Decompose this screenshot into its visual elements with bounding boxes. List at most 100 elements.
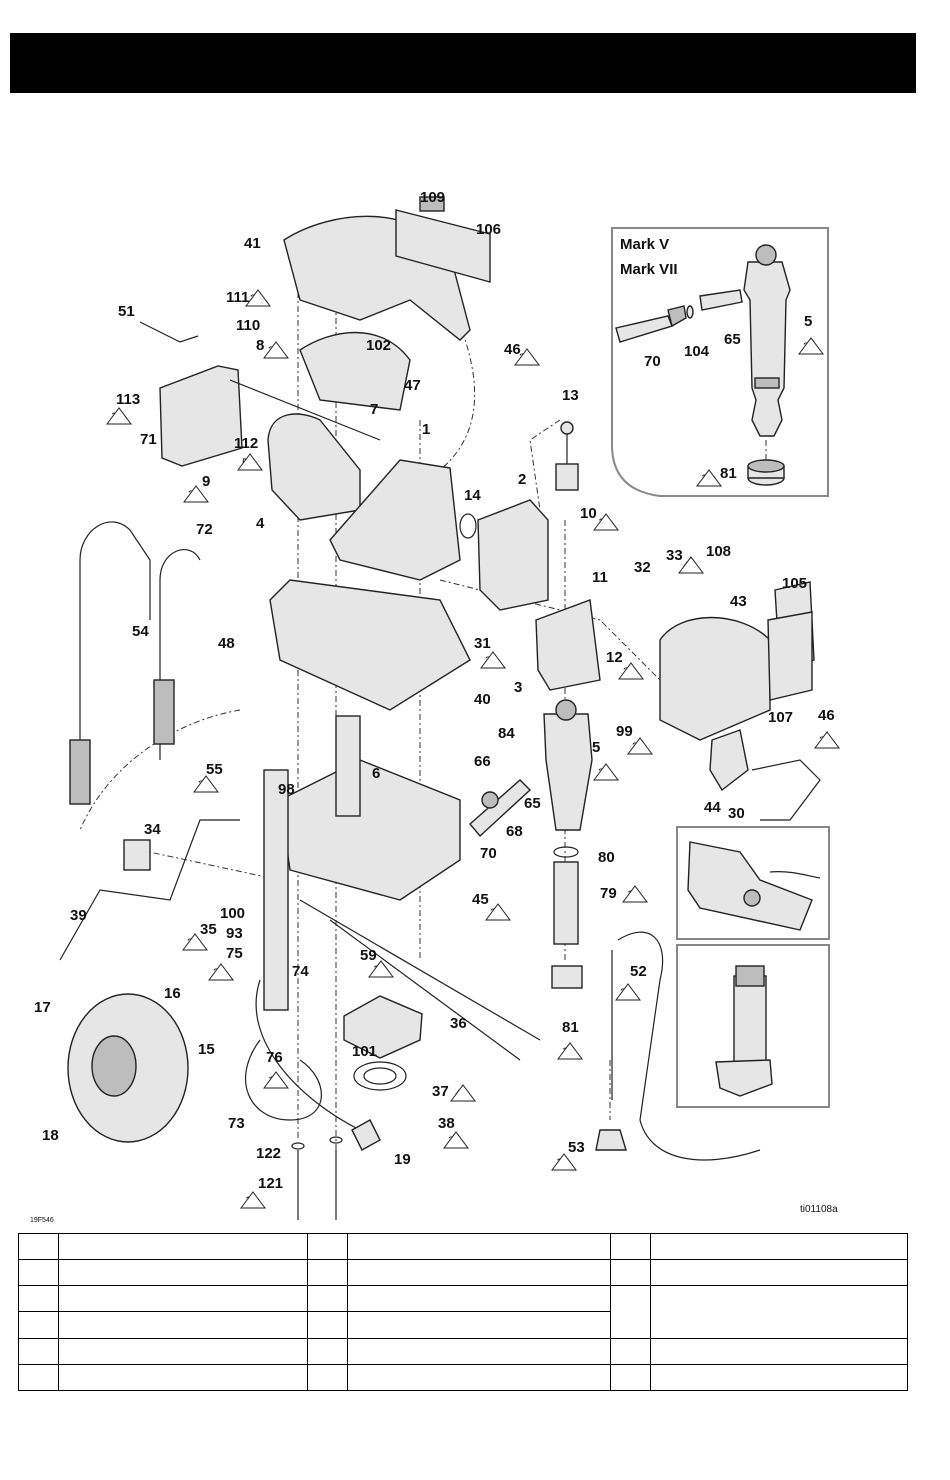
table-cell bbox=[347, 1311, 611, 1339]
callout-33: 33 bbox=[666, 547, 683, 564]
callout-35: 35 bbox=[200, 921, 217, 938]
callout-4: 4 bbox=[256, 515, 265, 532]
callout-3: 3 bbox=[514, 679, 522, 696]
corner-code: 19F546 bbox=[30, 1217, 54, 1224]
callout-inset-65: 65 bbox=[724, 331, 741, 348]
callout-84: 84 bbox=[498, 725, 515, 742]
callout-43: 43 bbox=[730, 593, 747, 610]
table-cell bbox=[650, 1259, 908, 1287]
callout-16: 16 bbox=[164, 985, 181, 1002]
table-row bbox=[17, 1285, 908, 1339]
callout-59: 59 bbox=[360, 947, 377, 964]
callout-15: 15 bbox=[198, 1041, 215, 1058]
callout-11: 11 bbox=[592, 569, 608, 586]
table-cell bbox=[306, 1363, 349, 1392]
table-cell bbox=[306, 1337, 349, 1365]
callout-76: 76 bbox=[266, 1049, 283, 1066]
callout-inset-81: 81 bbox=[720, 465, 737, 482]
inset-mark-v-vii: Mark V Mark VII bbox=[611, 227, 829, 497]
callout-39: 39 bbox=[70, 907, 87, 924]
table-cell bbox=[347, 1337, 611, 1365]
drawing-id: ti01108a bbox=[800, 1204, 838, 1215]
callout-17: 17 bbox=[34, 999, 51, 1016]
callout-46: 46 bbox=[504, 341, 521, 358]
parts-table bbox=[17, 1232, 908, 1392]
parts-artwork bbox=[59, 196, 821, 1220]
callout-6: 6 bbox=[372, 765, 380, 782]
callout-111: 111 bbox=[226, 289, 249, 306]
callout-32: 32 bbox=[634, 559, 651, 576]
table-cell bbox=[609, 1259, 652, 1287]
callout-73: 73 bbox=[228, 1115, 245, 1132]
table-cell bbox=[17, 1337, 60, 1365]
callout-99: 99 bbox=[616, 723, 633, 740]
callout-10: 10 bbox=[580, 505, 597, 522]
callout-81: 81 bbox=[562, 1019, 579, 1036]
callout-48: 48 bbox=[218, 635, 235, 652]
callout-68: 68 bbox=[506, 823, 523, 840]
callout-38: 38 bbox=[438, 1115, 455, 1132]
table-cell bbox=[650, 1232, 908, 1261]
callout-53: 53 bbox=[568, 1139, 585, 1156]
callout-113: 113 bbox=[116, 391, 140, 408]
table-cell bbox=[58, 1363, 308, 1392]
callout-31: 31 bbox=[474, 635, 491, 652]
table-cell bbox=[650, 1363, 908, 1392]
callout-36: 36 bbox=[450, 1015, 467, 1032]
callout-109: 109 bbox=[420, 189, 445, 206]
callout-80: 80 bbox=[598, 849, 615, 866]
callout-inset-5: 5 bbox=[804, 313, 812, 330]
table-cell bbox=[609, 1363, 652, 1392]
callout-55: 55 bbox=[206, 761, 223, 778]
table-cell bbox=[17, 1285, 60, 1313]
callout-14: 14 bbox=[464, 487, 481, 504]
callout-102: 102 bbox=[366, 337, 391, 354]
callout-75: 75 bbox=[226, 945, 243, 962]
table-row bbox=[17, 1363, 908, 1392]
callout-65: 65 bbox=[524, 795, 541, 812]
table-cell bbox=[306, 1259, 349, 1287]
callout-108: 108 bbox=[706, 543, 731, 560]
table-cell bbox=[17, 1232, 60, 1261]
callout-30: 30 bbox=[728, 805, 745, 822]
header-bar bbox=[10, 33, 916, 93]
callout-70: 70 bbox=[480, 845, 497, 862]
table-cell bbox=[17, 1259, 60, 1287]
callout-107: 107 bbox=[768, 709, 793, 726]
callout-98: 98 bbox=[278, 781, 295, 798]
callout-110: 110 bbox=[236, 317, 260, 334]
table-row bbox=[17, 1311, 908, 1339]
table-row bbox=[17, 1232, 908, 1261]
callout-5: 5 bbox=[592, 739, 600, 756]
callout-7: 7 bbox=[370, 401, 378, 418]
exploded-parts-diagram: Mark V Mark VII bbox=[30, 189, 840, 1224]
table-row bbox=[17, 1337, 908, 1365]
callout-66: 66 bbox=[474, 753, 491, 770]
inset-title-line1: Mark V bbox=[620, 236, 669, 253]
callout-41: 41 bbox=[244, 235, 261, 252]
inset-pressure-control bbox=[676, 944, 830, 1108]
table-cell bbox=[347, 1232, 611, 1261]
callout-93: 93 bbox=[226, 925, 243, 942]
table-cell bbox=[609, 1337, 652, 1365]
callout-100: 100 bbox=[220, 905, 245, 922]
table-cell bbox=[347, 1259, 611, 1287]
table-cell bbox=[306, 1285, 349, 1313]
callout-71: 71 bbox=[140, 431, 157, 448]
table-cell bbox=[58, 1285, 308, 1313]
table-cell bbox=[58, 1337, 308, 1365]
table-cell bbox=[650, 1337, 908, 1365]
callout-122: 122 bbox=[256, 1145, 281, 1162]
callout-19: 19 bbox=[394, 1151, 411, 1168]
callout-51: 51 bbox=[118, 303, 135, 320]
callout-2: 2 bbox=[518, 471, 526, 488]
table-cell bbox=[347, 1363, 611, 1392]
callout-47: 47 bbox=[404, 377, 421, 394]
inset-title-line2: Mark VII bbox=[620, 261, 678, 278]
callout-40: 40 bbox=[474, 691, 491, 708]
callout-inset-104: 104 bbox=[684, 343, 710, 360]
callout-72: 72 bbox=[196, 521, 213, 538]
callout-74: 74 bbox=[292, 963, 309, 980]
callout-121: 121 bbox=[258, 1175, 283, 1192]
callout-9: 9 bbox=[202, 473, 210, 490]
